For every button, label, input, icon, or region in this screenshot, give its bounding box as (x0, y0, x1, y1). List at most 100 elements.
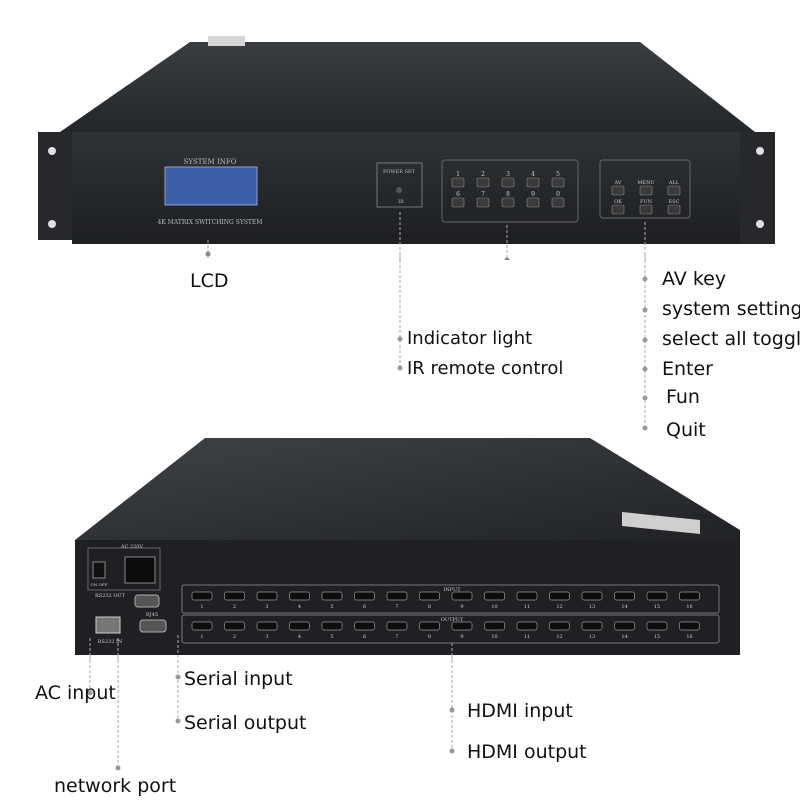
label-hdmi-output: HDMI output (467, 741, 587, 763)
hdmiIn-port-13[interactable] (581, 591, 603, 601)
numeric-key-8[interactable] (501, 197, 515, 208)
hdmiOut-port-8[interactable] (419, 621, 440, 631)
numeric-key-2[interactable] (476, 177, 490, 188)
hdmiOut-port-15[interactable] (646, 621, 668, 631)
hdmiOut-port-11[interactable] (516, 621, 538, 631)
port-number: 1 (200, 634, 203, 640)
hdmiOut-port-2[interactable] (224, 621, 245, 631)
port-number: 5 (330, 604, 333, 610)
function-key-label: ESC (669, 199, 680, 205)
port-number: 5 (330, 634, 333, 640)
numeric-key-label: 9 (531, 191, 535, 198)
serial-out-port (134, 594, 160, 608)
hdmiOut-port-9[interactable] (451, 621, 473, 631)
function-key-label: ALL (668, 180, 680, 186)
hdmiIn-port-2[interactable] (224, 591, 245, 601)
power-switch (92, 561, 106, 579)
label-select-all: select all toggle (662, 328, 800, 350)
hdmiOut-port-16[interactable] (679, 621, 700, 631)
function-keypad (599, 159, 691, 219)
power-section (87, 547, 161, 591)
label-quit: Quit (666, 419, 706, 441)
hdmiOut-port-14[interactable] (614, 621, 635, 631)
lcd-caption: 4K MATRIX SWITCHING SYSTEM (158, 219, 263, 226)
numeric-key-label: 4 (531, 171, 535, 178)
function-key-esc[interactable] (667, 204, 681, 215)
indicator-light (396, 187, 402, 193)
numeric-key-label: 3 (506, 171, 510, 178)
label-ac-input: AC input (35, 682, 116, 704)
hdmiOut-port-13[interactable] (581, 621, 603, 631)
hdmiOut-port-10[interactable] (484, 621, 505, 631)
label-serial-output: Serial output (184, 712, 307, 734)
port-number: 12 (556, 604, 562, 610)
label-av-key: AV key (662, 268, 727, 290)
numeric-key-7[interactable] (476, 197, 490, 208)
numeric-key-1[interactable] (451, 177, 465, 188)
numeric-key-9[interactable] (526, 197, 540, 208)
hdmiIn-port-8[interactable] (419, 591, 440, 601)
hdmiIn-port-9[interactable] (451, 591, 473, 601)
hdmiIn-port-3[interactable] (256, 591, 278, 601)
function-key-ok[interactable] (611, 204, 625, 215)
numeric-key-3[interactable] (501, 177, 515, 188)
serial-in-port (139, 619, 167, 633)
port-number: 10 (491, 634, 497, 640)
port-number: 9 (460, 634, 463, 640)
hdmiIn-port-16[interactable] (679, 591, 700, 601)
port-number: 15 (654, 604, 660, 610)
numeric-keypad (441, 159, 579, 223)
hdmiIn-port-6[interactable] (354, 591, 375, 601)
port-number: 11 (524, 604, 530, 610)
hdmiIn-port-10[interactable] (484, 591, 505, 601)
function-key-menu[interactable] (639, 185, 653, 196)
hdmiIn-port-11[interactable] (516, 591, 538, 601)
port-number: 6 (363, 634, 366, 640)
front-leaders (397, 255, 648, 431)
hdmiIn-port-14[interactable] (614, 591, 635, 601)
hdmiOut-port-3[interactable] (256, 621, 278, 631)
port-number: 7 (395, 634, 398, 640)
hdmiIn-port-15[interactable] (646, 591, 668, 601)
hdmiOut-port-6[interactable] (354, 621, 375, 631)
hdmiOut-port-7[interactable] (386, 621, 408, 631)
hdmiOut-port-1[interactable] (191, 621, 213, 631)
hdmiOut-port-12[interactable] (549, 621, 570, 631)
front-device: SYSTEM INFO 4K MATRIX SWITCHING SYSTEM P… (38, 36, 775, 260)
port-number: 9 (460, 604, 463, 610)
power-box-label: POWER SET (383, 169, 416, 175)
function-key-fun[interactable] (639, 204, 653, 215)
hdmiIn-port-5[interactable] (321, 591, 343, 601)
port-number: 3 (265, 634, 268, 640)
function-key-av[interactable] (611, 185, 625, 196)
numeric-key-0[interactable] (551, 197, 565, 208)
hdmiIn-port-7[interactable] (386, 591, 408, 601)
numeric-key-5[interactable] (551, 177, 565, 188)
numeric-key-4[interactable] (526, 177, 540, 188)
label-lcd: LCD (190, 270, 229, 292)
back-face (75, 540, 740, 655)
back-leaders (87, 655, 455, 771)
hdmiIn-port-1[interactable] (191, 591, 213, 601)
hdmiIn-port-12[interactable] (549, 591, 570, 601)
hdmiOut-port-4[interactable] (289, 621, 310, 631)
switch-label: ON OFF (91, 582, 108, 587)
port-number: 2 (233, 634, 236, 640)
output-row-label: OUTPUT (441, 617, 464, 623)
numeric-key-6[interactable] (451, 197, 465, 208)
ac-socket (124, 556, 156, 584)
port-number: 10 (491, 604, 497, 610)
function-key-all[interactable] (667, 185, 681, 196)
hdmiOut-port-5[interactable] (321, 621, 343, 631)
function-key-label: AV (614, 180, 622, 186)
hdmi-input-row (181, 584, 720, 614)
label-serial-input: Serial input (184, 668, 293, 690)
hdmiIn-port-4[interactable] (289, 591, 310, 601)
input-row-label: INPUT (443, 587, 461, 593)
function-key-label: MENU (637, 180, 654, 186)
port-number: 13 (589, 634, 595, 640)
lcd-title: SYSTEM INFO (184, 158, 237, 166)
